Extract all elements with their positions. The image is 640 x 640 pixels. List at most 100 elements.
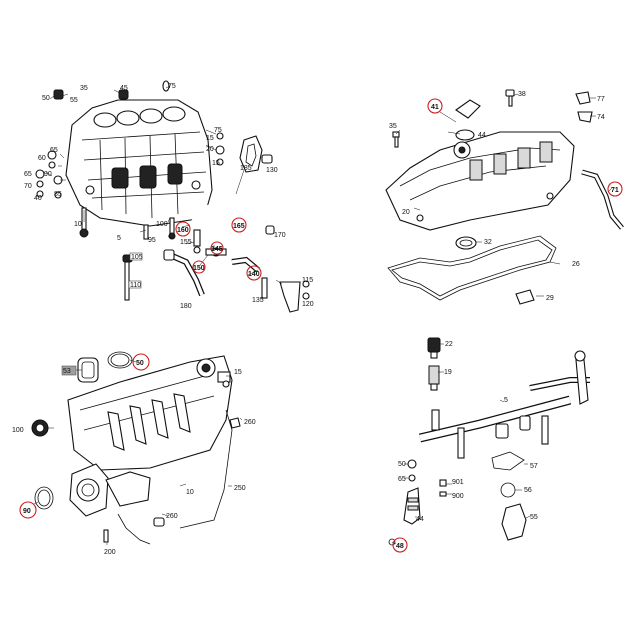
cylinder-block[interactable]: [65, 99, 213, 227]
label-260-b: 260: [166, 513, 178, 520]
label-170: 170: [274, 232, 286, 239]
label-32: 32: [484, 239, 492, 246]
highlight-165[interactable]: [231, 217, 247, 233]
fuel-injector[interactable]: [388, 459, 421, 546]
valve-cover-bolts[interactable]: [392, 89, 593, 148]
intake-seal-50[interactable]: [107, 351, 133, 369]
throttle-seal-90[interactable]: [34, 486, 54, 510]
highlight-41[interactable]: [427, 98, 443, 114]
label-29: 29: [546, 295, 554, 302]
label-38: 38: [518, 91, 526, 98]
highlight-150[interactable]: [192, 260, 206, 274]
thermostat-hoses[interactable]: [163, 247, 268, 299]
valve-cover[interactable]: [385, 131, 575, 231]
label-26: 26: [572, 261, 580, 268]
label-70: 70: [24, 183, 32, 190]
highlight-50-im[interactable]: [132, 353, 150, 371]
coolant-pipe-assembly[interactable]: [189, 200, 275, 254]
gasket-29[interactable]: [515, 289, 535, 305]
label-75: 75: [168, 83, 176, 90]
label-22: 22: [445, 341, 453, 348]
intake-manifold[interactable]: [67, 355, 233, 471]
label-75-b: 75: [214, 127, 222, 134]
highlight-140[interactable]: [246, 265, 262, 281]
label-48: 48: [396, 543, 404, 550]
label-35: 35: [80, 85, 88, 92]
label-165: 165: [233, 223, 245, 230]
manifold-pipes[interactable]: [103, 380, 241, 545]
highlight-71[interactable]: [607, 181, 623, 197]
label-65-a: 65: [50, 147, 58, 154]
label-65-fr: 65: [398, 476, 406, 483]
label-160: 160: [177, 227, 189, 234]
label-250: 250: [234, 485, 246, 492]
label-95: 95: [148, 237, 156, 244]
connector-19[interactable]: [428, 365, 440, 391]
label-44: 44: [478, 132, 486, 139]
label-41: 41: [431, 104, 439, 111]
label-120: 120: [302, 301, 314, 308]
filter-plug-100[interactable]: [31, 419, 49, 437]
fuel-rail-panel: 22 19 5 50 57 65 901 900 56 44 55 48: [388, 337, 590, 553]
highlight-90-im[interactable]: [19, 501, 37, 519]
label-100: 100: [156, 221, 168, 228]
label-90-im: 90: [23, 508, 31, 515]
label-10: 10: [74, 221, 82, 228]
callout-box-53: [61, 365, 77, 376]
label-150: 150: [193, 265, 205, 272]
label-44-fr: 44: [416, 516, 424, 523]
valve-cover-panel: 38 77 74 41 44 35 71 20 32 26 29: [385, 89, 624, 305]
timing-cover-seal[interactable]: [239, 135, 273, 173]
label-20: 20: [206, 146, 214, 153]
label-20-vc: 20: [402, 209, 410, 216]
label-50-fr: 50: [398, 461, 406, 468]
label-901: 901: [452, 479, 464, 486]
callout-box-110: [128, 280, 142, 289]
dipstick-guide[interactable]: [122, 254, 133, 301]
label-200: 200: [104, 549, 116, 556]
fuel-rail[interactable]: [418, 350, 590, 459]
highlight-48[interactable]: [392, 537, 408, 553]
label-55: 55: [530, 514, 538, 521]
label-65-b: 65: [24, 171, 32, 178]
label-45: 45: [120, 85, 128, 92]
label-135: 135: [252, 297, 264, 304]
label-55: 55: [70, 97, 78, 104]
mounting-bracket[interactable]: [279, 280, 310, 313]
label-71: 71: [611, 187, 619, 194]
label-15-im: 15: [234, 369, 242, 376]
label-56: 56: [524, 487, 532, 494]
label-74: 74: [597, 114, 605, 121]
label-57: 57: [530, 463, 538, 470]
label-53: 53: [63, 368, 71, 375]
label-5-fr: 5: [504, 397, 508, 404]
label-19: 19: [444, 369, 452, 376]
label-260-a: 260: [244, 419, 256, 426]
intake-manifold-panel: 53 50 15 100 260 90 10 250 260 200: [12, 351, 256, 556]
label-105: 105: [131, 254, 143, 261]
label-35-vc: 35: [389, 123, 397, 130]
engine-block-panel: 75 35 45 50 55 65 60 65 90 70 85 40 10 5…: [24, 80, 314, 313]
label-155: 155: [180, 239, 192, 246]
label-77: 77: [597, 96, 605, 103]
label-10-im: 10: [186, 489, 194, 496]
label-50-im: 50: [136, 360, 144, 367]
breather-hose[interactable]: [581, 169, 624, 230]
oil-filler-cap[interactable]: [455, 99, 481, 141]
highlight-145[interactable]: [210, 241, 224, 255]
label-15-b: 15: [212, 160, 220, 167]
label-90: 90: [44, 171, 52, 178]
seal-ring-32[interactable]: [455, 236, 477, 250]
label-100-im: 100: [12, 427, 24, 434]
label-110: 110: [130, 282, 141, 289]
throttle-body[interactable]: [69, 463, 151, 517]
label-50: 50: [42, 95, 50, 102]
label-900: 900: [452, 493, 464, 500]
pressure-sensor[interactable]: [427, 337, 441, 359]
label-40: 40: [34, 195, 42, 202]
label-60: 60: [38, 155, 46, 162]
label-180: 180: [180, 303, 192, 310]
highlight-160[interactable]: [175, 221, 191, 237]
label-5: 5: [117, 235, 121, 242]
